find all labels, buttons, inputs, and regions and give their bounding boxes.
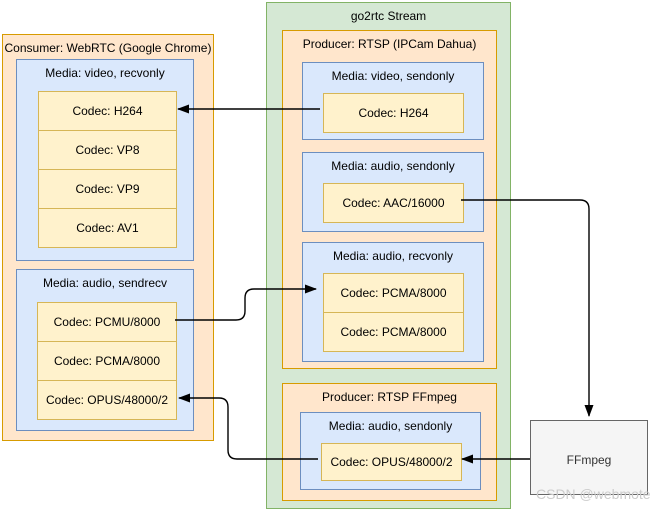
producer-media-audio-sendonly-box: Media: audio, sendonly Codec: AAC/16000 (302, 152, 484, 232)
consumer-webrtc-box: Consumer: WebRTC (Google Chrome) Media: … (2, 34, 214, 441)
producer-rtsp-ffmpeg-box: Producer: RTSP FFmpeg Media: audio, send… (282, 383, 497, 501)
producer-media-video-sendonly-title: Media: video, sendonly (331, 69, 455, 83)
producer-rtsp-ipcam-box: Producer: RTSP (IPCam Dahua) Media: vide… (282, 30, 497, 369)
consumer-media-video-recvonly-box: Media: video, recvonly Codec: H264 Codec… (16, 59, 194, 261)
producer-media-audio-recvonly-title: Media: audio, recvonly (332, 249, 454, 263)
producer-codec-pcma-2: Codec: PCMA/8000 (323, 312, 464, 352)
producer-codec-pcma-1: Codec: PCMA/8000 (323, 273, 464, 313)
consumer-media-audio-sendrecv-title: Media: audio, sendrecv (42, 276, 168, 290)
consumer-codec-h264: Codec: H264 (38, 91, 177, 131)
csdn-watermark: CSDN @webmote (536, 486, 651, 502)
ffmpeg-media-audio-sendonly-title: Media: audio, sendonly (328, 419, 453, 433)
producer-rtsp-ipcam-title: Producer: RTSP (IPCam Dahua) (302, 37, 477, 51)
producer-media-audio-sendonly-title: Media: audio, sendonly (331, 159, 455, 173)
go2rtc-stream-box: go2rtc Stream Producer: RTSP (IPCam Dahu… (266, 2, 511, 509)
producer-codec-h264: Codec: H264 (323, 93, 464, 133)
ffmpeg-label: FFmpeg (566, 453, 612, 467)
consumer-codec-opus: Codec: OPUS/48000/2 (37, 380, 177, 420)
consumer-codec-pcma: Codec: PCMA/8000 (37, 341, 177, 381)
consumer-webrtc-title: Consumer: WebRTC (Google Chrome) (4, 41, 212, 55)
go2rtc-stream-title: go2rtc Stream (350, 9, 427, 23)
consumer-media-video-recvonly-title: Media: video, recvonly (45, 66, 165, 80)
producer-codec-opus: Codec: OPUS/48000/2 (321, 443, 462, 481)
producer-media-audio-recvonly-box: Media: audio, recvonly Codec: PCMA/8000 … (302, 242, 484, 362)
consumer-media-audio-sendrecv-box: Media: audio, sendrecv Codec: PCMU/8000 … (16, 269, 194, 431)
ffmpeg-box: FFmpeg (530, 420, 648, 495)
ffmpeg-media-audio-sendonly-box: Media: audio, sendonly Codec: OPUS/48000… (300, 412, 481, 490)
consumer-codec-pcmu: Codec: PCMU/8000 (37, 302, 177, 342)
producer-codec-aac: Codec: AAC/16000 (323, 183, 464, 223)
consumer-codec-vp9: Codec: VP9 (38, 169, 177, 209)
consumer-codec-av1: Codec: AV1 (38, 208, 177, 248)
producer-media-video-sendonly-box: Media: video, sendonly Codec: H264 (302, 62, 484, 140)
consumer-codec-vp8: Codec: VP8 (38, 130, 177, 170)
producer-rtsp-ffmpeg-title: Producer: RTSP FFmpeg (322, 390, 457, 404)
